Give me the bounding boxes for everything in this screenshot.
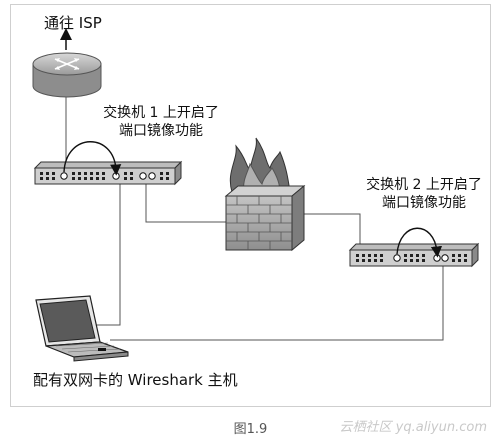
switch1-label: 交换机 1 上开启了 端口镜像功能 xyxy=(76,104,246,140)
connection-lines xyxy=(65,95,444,341)
switch2-label: 交换机 2 上开启了 端口镜像功能 xyxy=(350,176,498,212)
mirror-arrow-icon xyxy=(63,141,122,176)
watermark: 云栖社区 yq.aliyun.com xyxy=(339,420,487,435)
switch2-label-line2: 端口镜像功能 xyxy=(382,195,466,211)
router-icon xyxy=(32,52,102,98)
firewall-icon xyxy=(224,137,306,252)
switch-icon xyxy=(348,242,480,268)
laptop-icon xyxy=(35,295,129,362)
switch2-label-line1: 交换机 2 上开启了 xyxy=(366,177,482,193)
link-firewall-switch2 xyxy=(298,213,361,250)
link-switch1-laptop xyxy=(95,184,121,326)
switch1-label-line2: 端口镜像功能 xyxy=(119,123,203,139)
host-label: 配有双网卡的 Wireshark 主机 xyxy=(33,371,238,389)
figure-caption: 图1.9 xyxy=(233,422,268,437)
mirror-arrow-icon xyxy=(396,227,443,258)
switch1-label-line1: 交换机 1 上开启了 xyxy=(103,105,219,121)
isp-label: 通往 ISP xyxy=(44,14,102,32)
link-switch1-firewall xyxy=(145,184,226,223)
link-switch2-laptop xyxy=(110,266,444,341)
switch-icon xyxy=(33,160,183,186)
